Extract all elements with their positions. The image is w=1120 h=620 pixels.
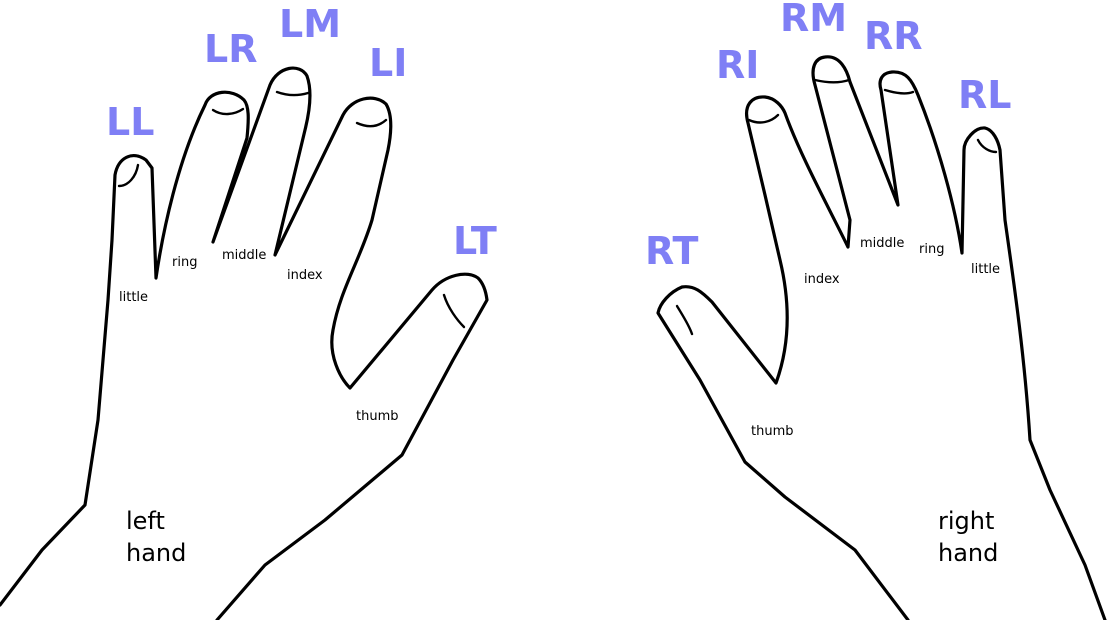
right-ring-label: ring [919, 242, 944, 257]
right-index-code: RI [716, 43, 759, 87]
right-hand-name-line2: hand [938, 539, 998, 567]
left-index-nail [355, 118, 388, 128]
right-thumb-code: RT [645, 229, 699, 273]
left-ring-nail [211, 107, 245, 116]
left-index-label: index [287, 268, 323, 283]
left-middle-label: middle [222, 248, 266, 263]
right-index-label: index [804, 272, 840, 287]
right-middle-code: RM [780, 0, 847, 40]
left-middle-nail [275, 90, 310, 97]
right-thumb-label: thumb [751, 424, 794, 439]
right-index-nail [747, 113, 780, 124]
left-middle-code: LM [279, 2, 341, 46]
right-little-code: RL [958, 73, 1011, 117]
left-thumb-label: thumb [356, 409, 399, 424]
left-hand-name-line2: hand [126, 539, 186, 567]
right-thumb-nail [675, 304, 694, 336]
left-ring-label: ring [172, 255, 197, 270]
right-ring-nail [883, 88, 915, 95]
left-little-nail [117, 163, 140, 188]
right-hand-name-line1: right [938, 507, 994, 535]
left-ring-code: LR [204, 27, 257, 71]
right-middle-nail [813, 78, 851, 84]
left-thumb-nail [442, 293, 466, 329]
left-thumb-code: LT [453, 219, 497, 263]
right-little-nail [976, 138, 998, 154]
left-little-label: little [119, 290, 148, 305]
right-little-label: little [971, 262, 1000, 277]
left-hand-name-line1: left [126, 507, 165, 535]
right-ring-code: RR [864, 14, 923, 58]
left-index-code: LI [369, 41, 407, 85]
left-hand-outline [0, 66, 489, 620]
left-little-code: LL [106, 100, 154, 144]
right-hand-outline [656, 55, 1107, 620]
right-middle-label: middle [860, 236, 904, 251]
